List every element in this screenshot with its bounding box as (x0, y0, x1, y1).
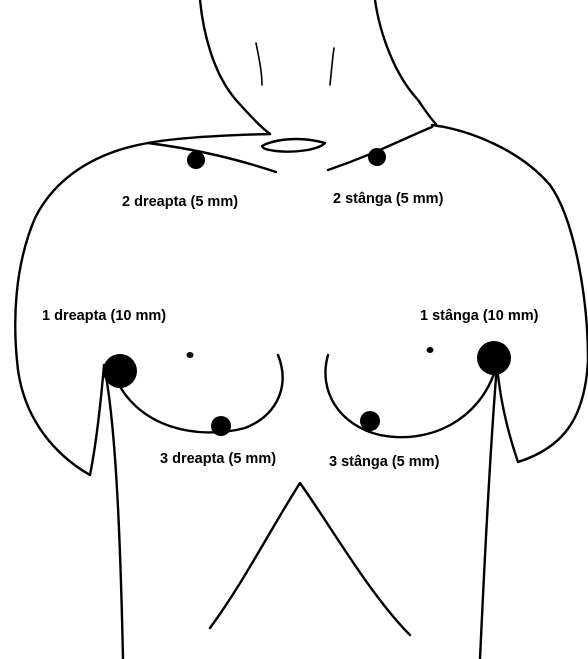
neck-left-contour (200, 0, 270, 134)
node-marker-1-right (103, 354, 137, 388)
left-torso-side (480, 365, 497, 659)
label-1-right: 1 dreapta (10 mm) (42, 309, 166, 324)
label-1-left: 1 stânga (10 mm) (420, 309, 538, 324)
right-torso-side (104, 365, 123, 659)
label-3-right: 3 dreapta (5 mm) (160, 452, 276, 467)
left-nipple (427, 347, 434, 353)
node-marker-3-left (360, 411, 380, 431)
neck-muscle-line-right (330, 48, 334, 85)
jugular-notch (262, 139, 325, 152)
left-shoulder-outline (432, 125, 588, 462)
abdomen-contour (210, 483, 410, 635)
label-2-left: 2 stânga (5 mm) (333, 192, 443, 207)
node-marker-2-left (368, 148, 386, 166)
node-marker-2-right (187, 151, 205, 169)
neck-muscle-line-left (256, 43, 262, 85)
right-armpit-line (90, 365, 104, 475)
neck-right-contour (375, 0, 436, 124)
right-collarbone (148, 143, 276, 172)
right-shoulder-outline (15, 134, 270, 475)
label-3-left: 3 stânga (5 mm) (329, 455, 439, 470)
right-breast-contour (113, 355, 283, 432)
left-armpit-line (497, 365, 518, 462)
right-nipple (187, 352, 194, 358)
node-marker-3-right (211, 416, 231, 436)
label-2-right: 2 dreapta (5 mm) (122, 195, 238, 210)
node-marker-1-left (477, 341, 511, 375)
left-breast-contour (325, 355, 496, 437)
